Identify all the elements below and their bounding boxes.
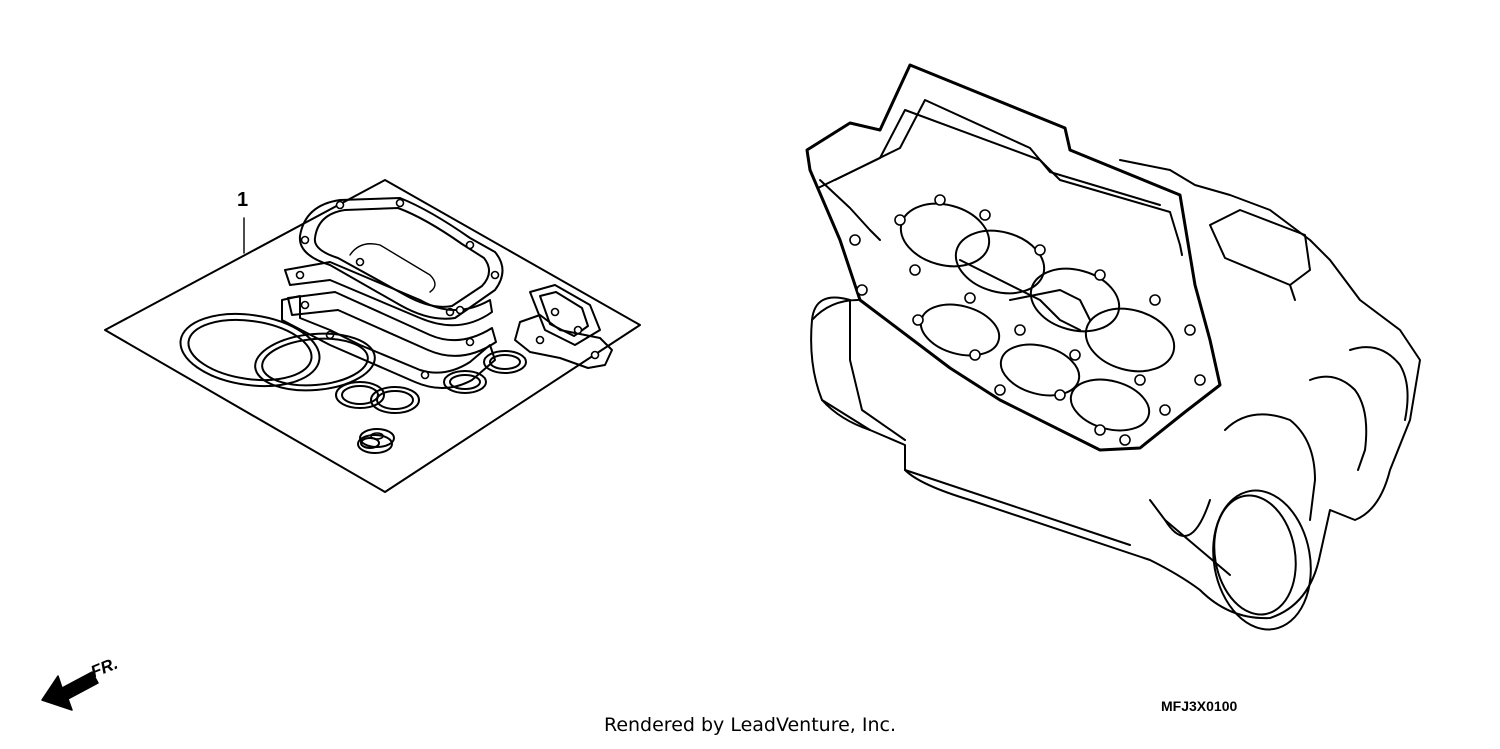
head-cover-gasket (298, 197, 504, 320)
crankcase-body (810, 159, 1421, 620)
front-arrow-icon (41, 671, 99, 711)
gasket-kit-illustration (104, 179, 641, 493)
cylinder-head (805, 63, 1222, 452)
small-seals (357, 428, 395, 454)
o-rings (179, 312, 527, 414)
engine-illustration (805, 63, 1421, 631)
cam-chain-tensioner-gasket (514, 284, 613, 369)
cylinder-head-gasket (284, 261, 497, 357)
callout-label-1: 1 (237, 189, 249, 211)
gasket-kit-sheet (104, 179, 641, 493)
diagram-code: MFJ3X0100 (1161, 698, 1238, 714)
footer-credit: Rendered by LeadVenture, Inc. (603, 714, 897, 736)
